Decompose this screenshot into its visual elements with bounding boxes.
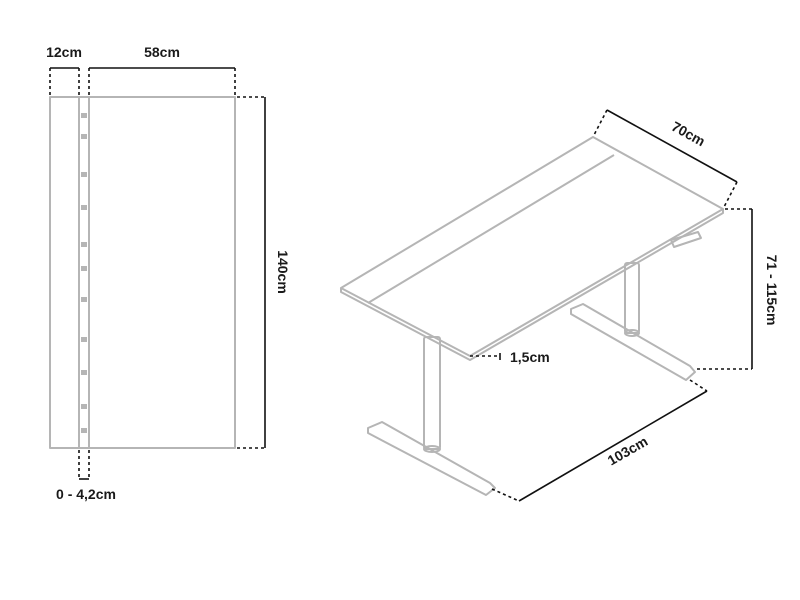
near-foot — [367, 421, 496, 496]
height-label: 71 - 115cm — [764, 255, 780, 326]
control-panel — [670, 231, 702, 248]
iso-view: 70cm 71 - 115cm 1,5cm 103cm — [340, 109, 780, 502]
top-view: 12cm 58cm 140cm 0 - 4,2cm — [46, 44, 291, 502]
length-dimension — [237, 96, 266, 449]
length-label: 140cm — [275, 250, 291, 294]
top-view-outline — [49, 96, 236, 449]
desk-top — [340, 136, 724, 361]
shelf-width-dimension — [49, 67, 80, 95]
gap-label: 0 - 4,2cm — [56, 486, 116, 502]
depth-dimension — [593, 109, 738, 208]
far-foot — [570, 303, 696, 381]
shelf-slots — [81, 113, 87, 433]
height-dimension — [697, 208, 753, 370]
depth-label: 70cm — [669, 118, 708, 149]
gap-dimension — [78, 450, 90, 480]
shelf-width-label: 12cm — [46, 44, 82, 60]
near-leg — [367, 336, 496, 496]
top-width-label: 58cm — [144, 44, 180, 60]
desk-top-edge — [340, 209, 724, 361]
foot-span-dimension — [491, 379, 708, 502]
desk-top-division — [367, 154, 615, 304]
top-width-dimension — [88, 67, 236, 95]
thickness-label: 1,5cm — [510, 349, 550, 365]
thickness-dimension — [470, 353, 501, 360]
far-leg — [570, 262, 696, 381]
